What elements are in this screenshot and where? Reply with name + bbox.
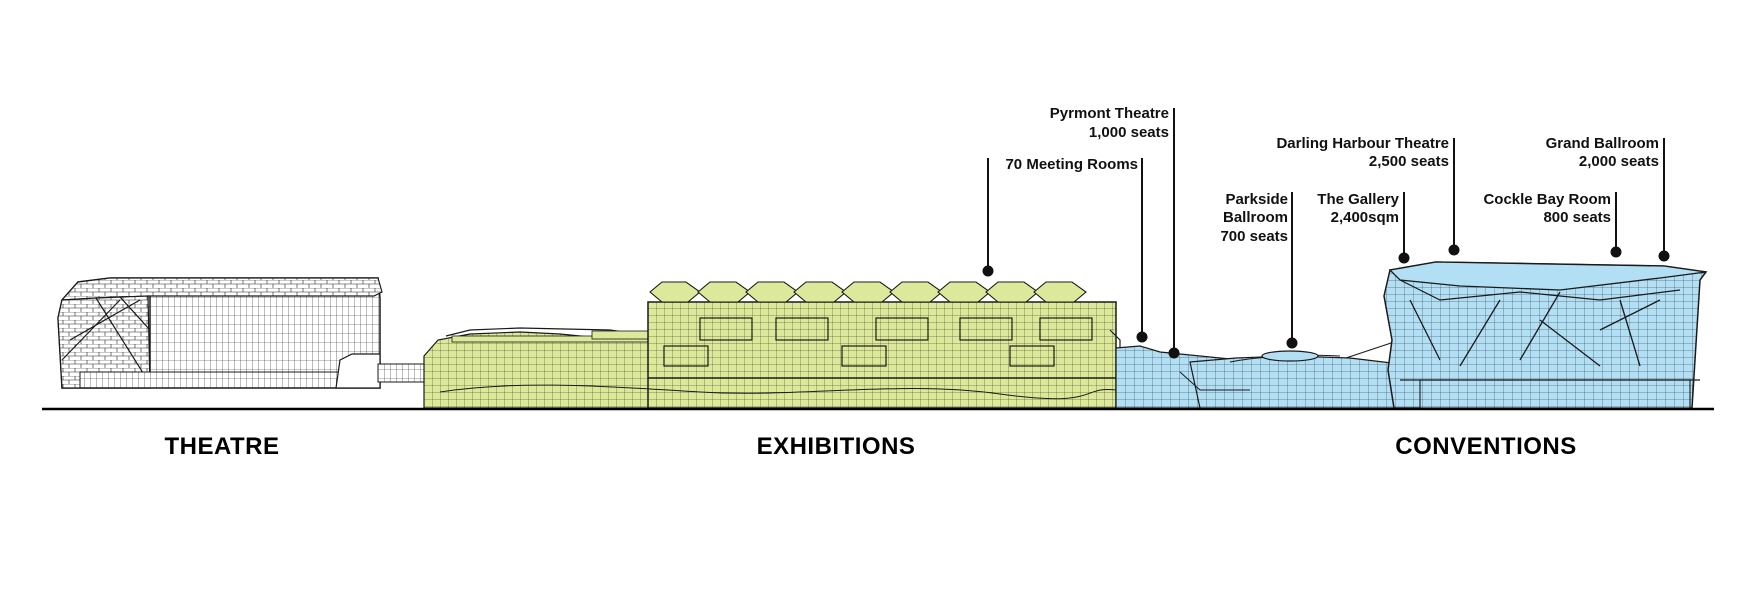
darling-harbour-theatre-name: Darling Harbour Theatre — [1276, 135, 1449, 152]
gallery-name: The Gallery — [1317, 191, 1399, 208]
cockle-bay-room-seats: 800 seats — [1543, 209, 1611, 226]
section-label-conventions: CONVENTIONS — [1395, 433, 1577, 460]
section-label-theatre: THEATRE — [164, 433, 279, 460]
grand-ballroom-seats: 2,000 seats — [1579, 153, 1659, 170]
pyrmont-theatre-name: Pyrmont Theatre — [1050, 105, 1169, 122]
exhibitions-building — [423, 281, 1121, 409]
callout-leaders — [982, 108, 1670, 359]
grand-ballroom-name: Grand Ballroom — [1546, 135, 1659, 152]
darling-harbour-theatre-seats: 2,500 seats — [1369, 153, 1449, 170]
theatre-building — [57, 277, 425, 389]
gallery-area: 2,400sqm — [1331, 209, 1399, 226]
meeting-rooms-label: 70 Meeting Rooms — [1005, 156, 1138, 173]
pyrmont-theatre-seats: 1,000 seats — [1089, 124, 1169, 141]
parkside-seats: 700 seats — [1220, 228, 1288, 245]
cockle-bay-room-name: Cockle Bay Room — [1483, 191, 1611, 208]
conventions-building — [1115, 261, 1708, 409]
section-label-exhibitions: EXHIBITIONS — [757, 433, 916, 460]
parkside-label-line2: Ballroom — [1223, 209, 1288, 226]
parkside-label-line1: Parkside — [1225, 191, 1288, 208]
